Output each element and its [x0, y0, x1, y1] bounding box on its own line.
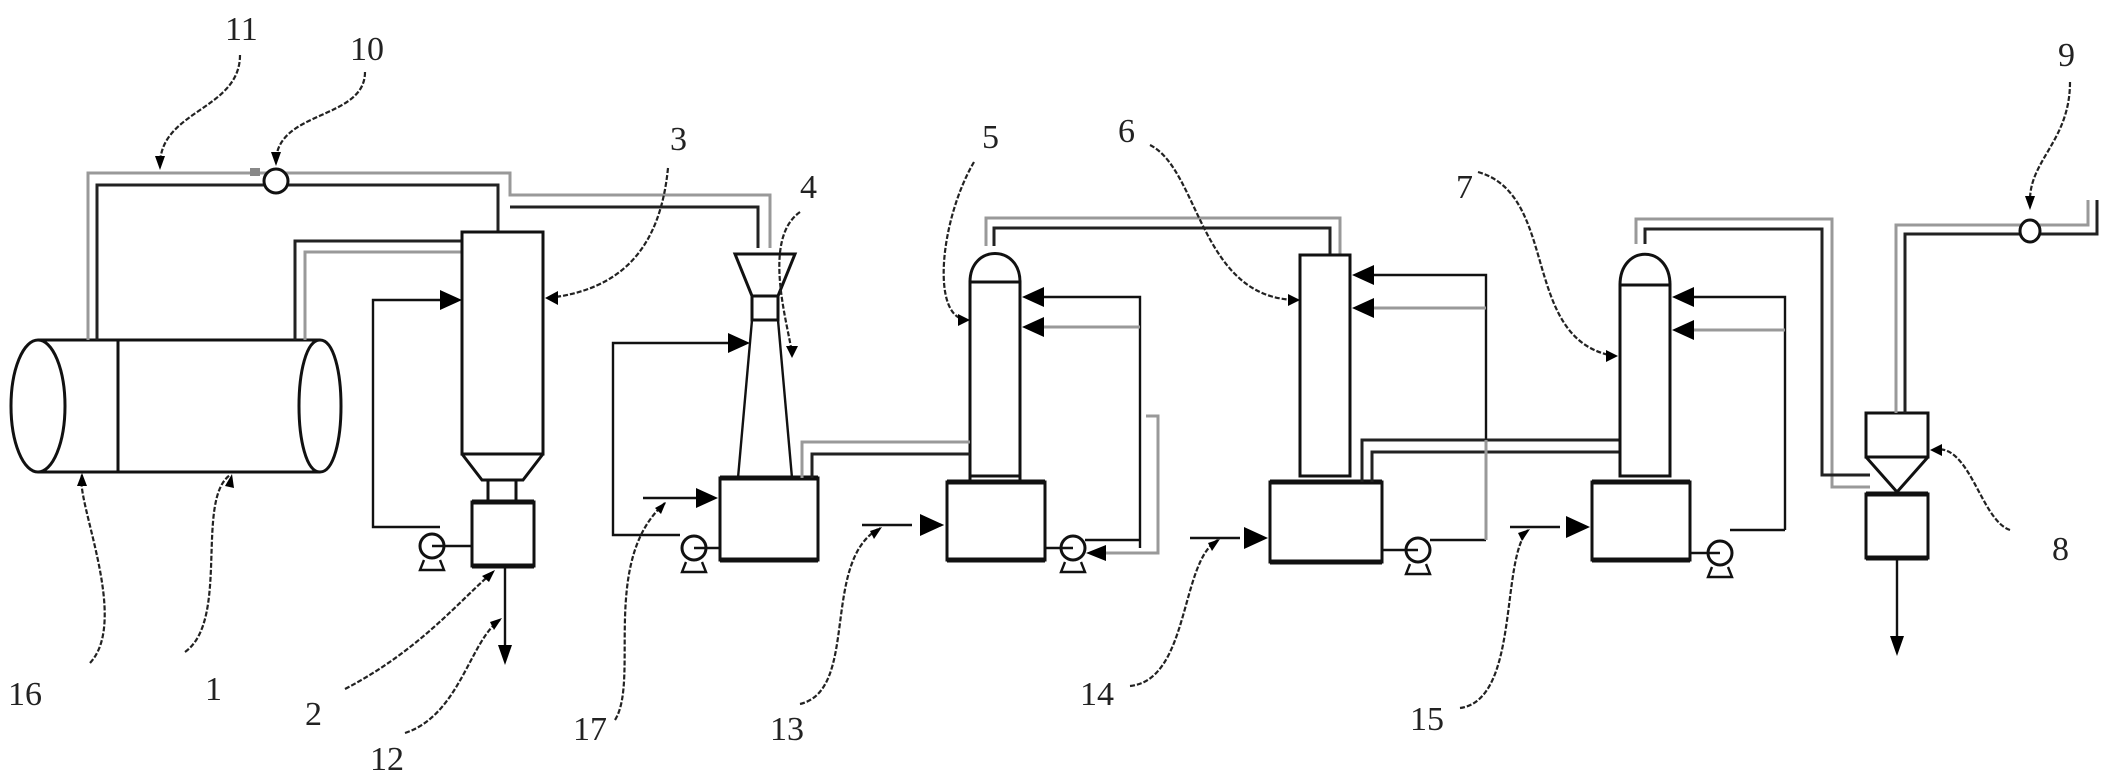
feed-arrow-15-icon — [1566, 516, 1590, 538]
flow-arrow-icon — [1086, 545, 1106, 561]
label-13: 13 — [770, 711, 804, 748]
label-2: 2 — [305, 696, 322, 733]
outlet-arrow-icon — [1890, 636, 1904, 656]
gas-pipe — [1643, 227, 1870, 477]
label-17: 17 — [573, 711, 607, 748]
label-14: 14 — [1080, 676, 1114, 713]
gas-pipe — [1634, 217, 1870, 489]
leader-lines — [77, 54, 2072, 735]
feed-arrow-17-icon — [696, 488, 718, 508]
absorption-tower-2 — [1190, 253, 1488, 576]
cyclone-collector — [1864, 492, 1930, 560]
exhaust-pipe — [1894, 200, 2090, 413]
label-6: 6 — [1118, 113, 1135, 150]
spray-arrow-icon — [1352, 298, 1374, 318]
reference-labels: 11 10 3 4 5 6 7 9 8 16 1 2 12 17 13 14 1… — [8, 11, 2075, 778]
return-pipe — [86, 167, 772, 340]
label-15: 15 — [1410, 701, 1444, 738]
label-5: 5 — [982, 119, 999, 156]
label-11: 11 — [225, 11, 258, 48]
discharge-arrow-icon — [498, 645, 512, 665]
tank-2 — [470, 500, 536, 568]
fan-9-icon — [2018, 218, 2042, 244]
label-8: 8 — [2052, 531, 2069, 568]
rotary-drum — [9, 338, 343, 474]
label-16: 16 — [8, 676, 42, 713]
venturi-tank — [718, 476, 820, 562]
valve-actuator-icon — [250, 168, 260, 176]
valve-10-icon — [262, 167, 290, 195]
flow-arrow-icon — [728, 333, 750, 353]
gas-pipe — [800, 440, 970, 478]
label-1: 1 — [205, 671, 222, 708]
spray-arrow-icon — [1022, 317, 1044, 337]
venturi-scrubber — [611, 252, 820, 574]
absorption-tower-3 — [1510, 252, 1787, 579]
label-10: 10 — [350, 31, 384, 68]
feed-arrow-14-icon — [1244, 527, 1268, 549]
cyclone-separator — [1864, 411, 1930, 656]
absorption-tower-1-body — [862, 252, 1160, 574]
label-7: 7 — [1456, 169, 1473, 206]
drum-to-column-pipe — [293, 239, 462, 340]
feed-arrow-13-icon — [920, 514, 944, 536]
label-12: 12 — [370, 741, 404, 778]
spray-arrow-icon — [1672, 287, 1694, 307]
gas-pipe — [1370, 450, 1620, 482]
label-9: 9 — [2058, 37, 2075, 74]
label-3: 3 — [670, 121, 687, 158]
gas-pipe — [992, 226, 1332, 255]
tank-5 — [945, 480, 1047, 562]
drum-left-end — [9, 338, 67, 474]
flow-arrow-icon — [440, 290, 462, 310]
spray-arrow-icon — [1352, 265, 1374, 285]
scrubbing-column — [371, 230, 545, 665]
spray-arrow-icon — [1022, 287, 1044, 307]
exhaust-pipe — [1903, 200, 2099, 413]
label-4: 4 — [800, 169, 817, 206]
spray-arrow-icon — [1672, 320, 1694, 340]
gas-pipe — [1360, 438, 1620, 482]
tank-6 — [1268, 480, 1384, 564]
gas-pipe — [984, 216, 1342, 255]
tank-7 — [1590, 480, 1692, 562]
gas-pipe — [810, 452, 970, 478]
